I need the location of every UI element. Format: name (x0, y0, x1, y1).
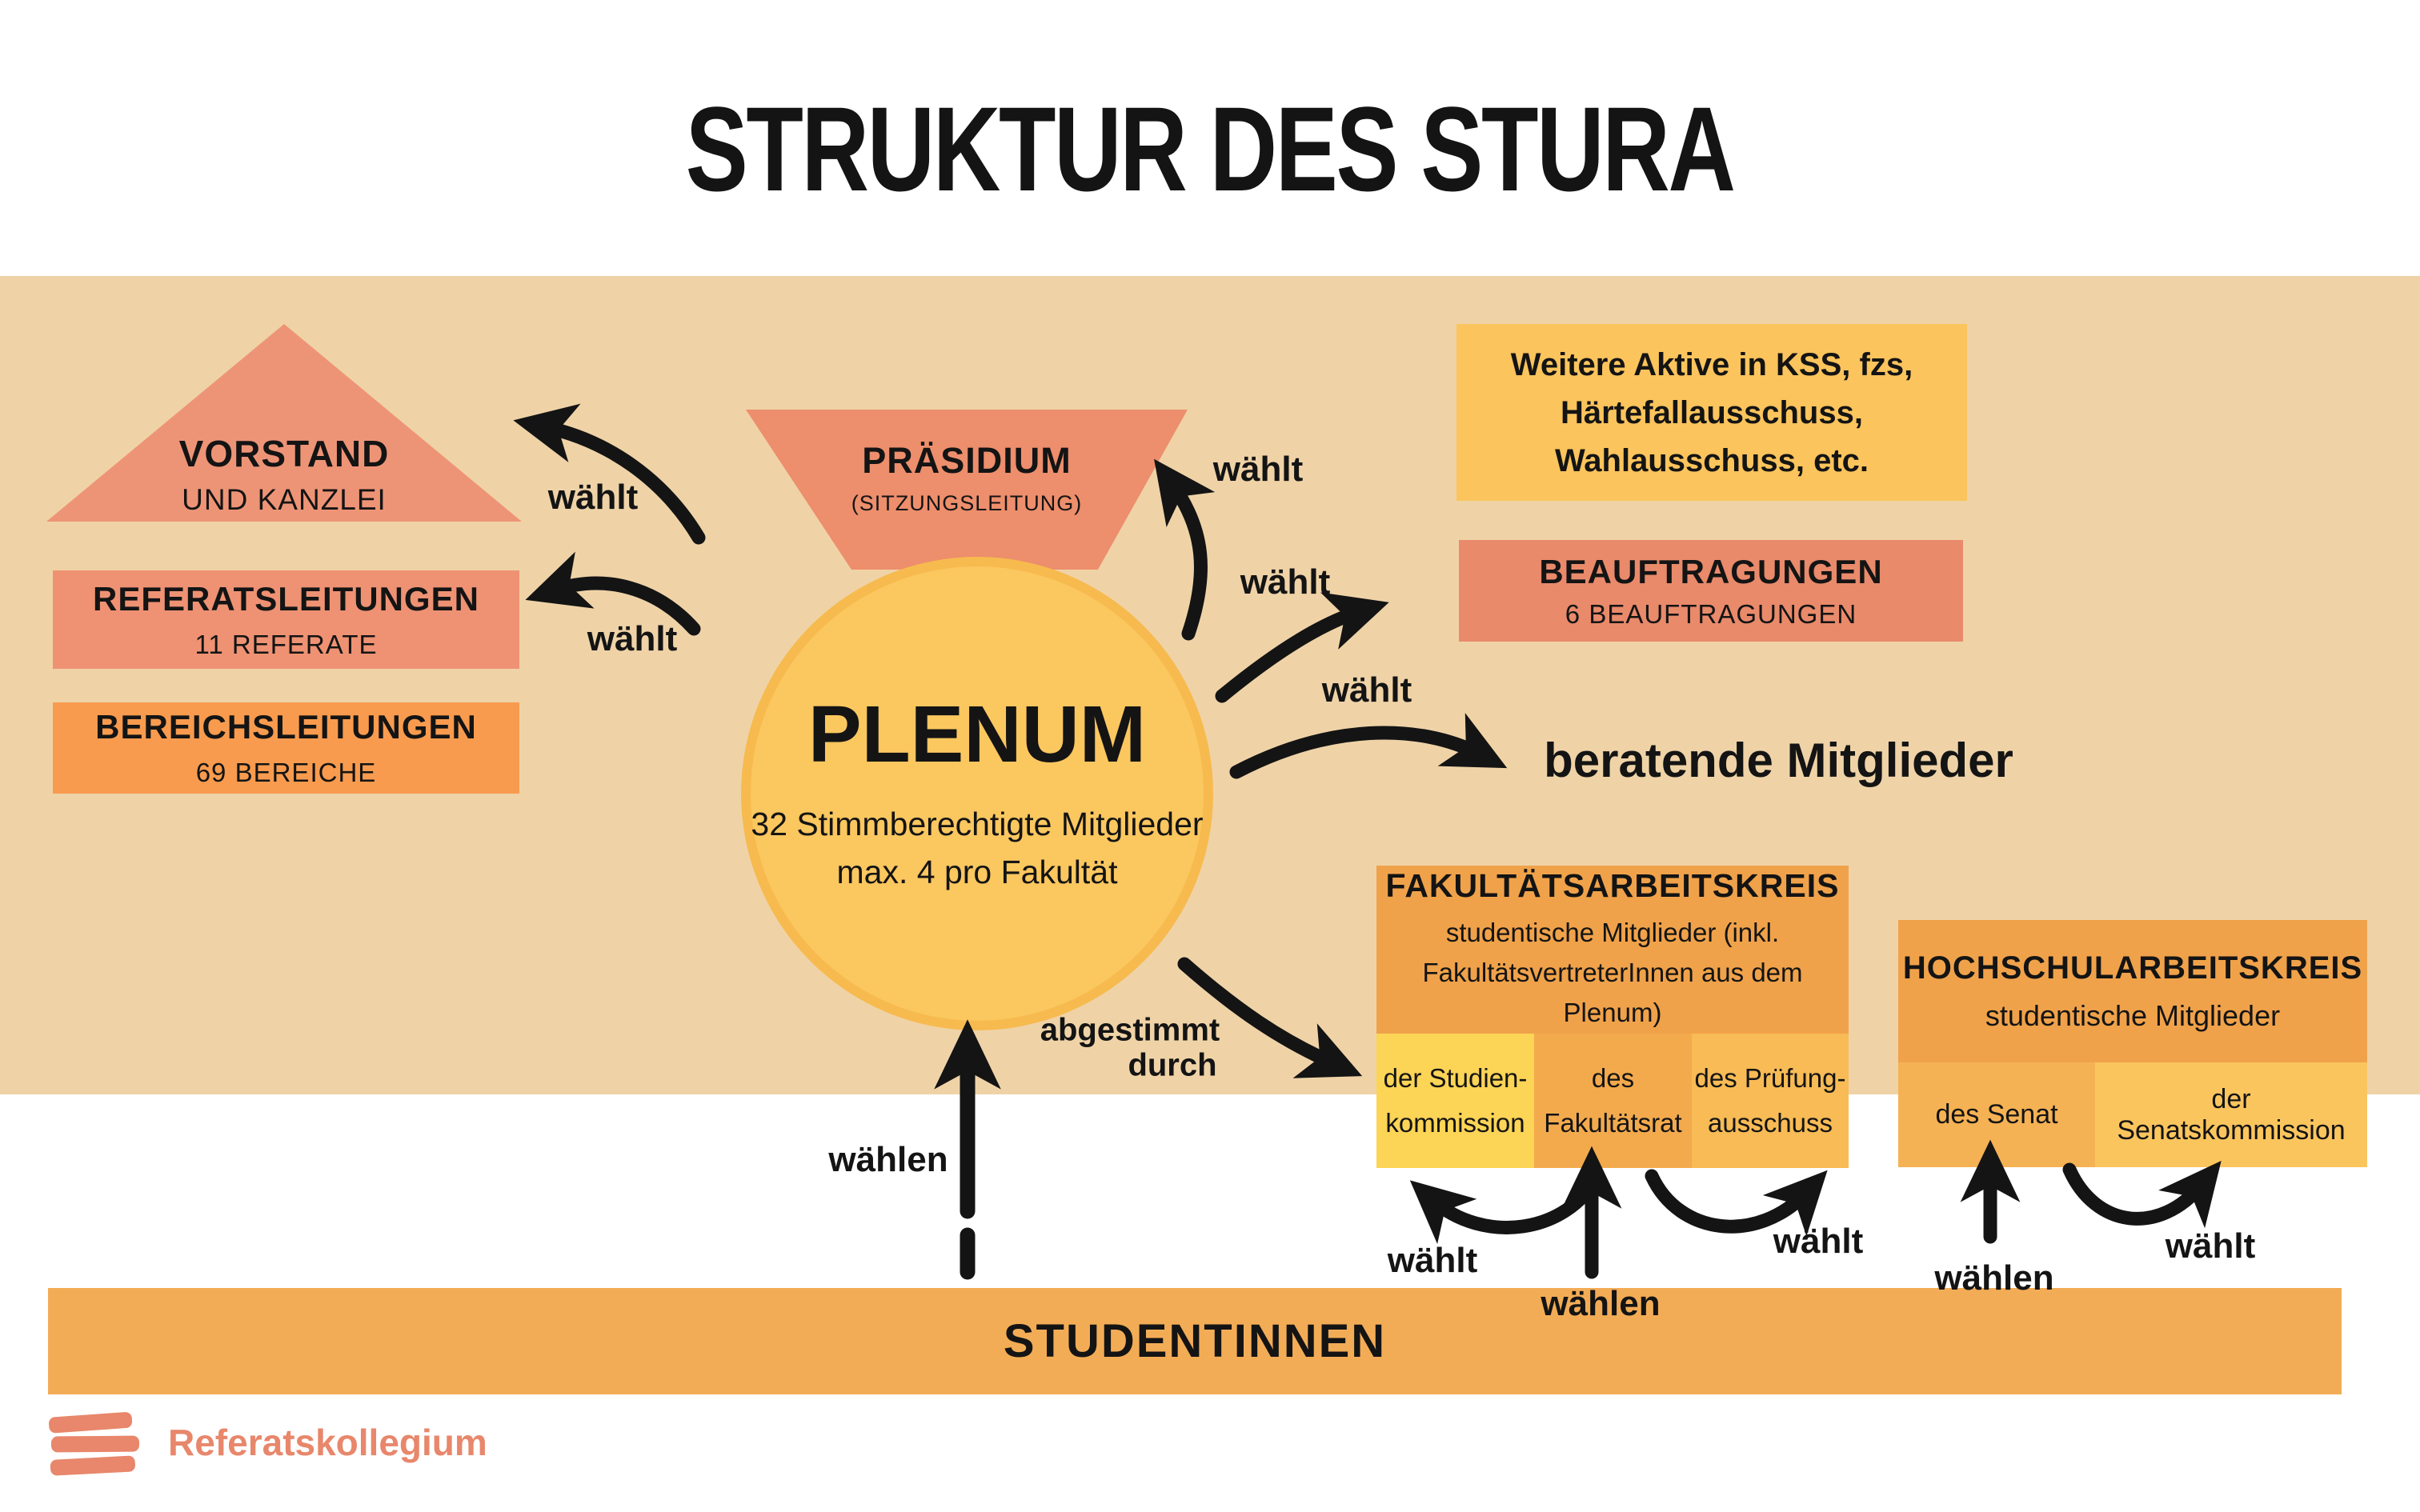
weitere-aktive-line2: Härtefallausschuss, (1561, 394, 1863, 430)
beratende-mitglieder-text: beratende Mitglieder (1544, 734, 2013, 787)
fakultaetsarbeitskreis-group: FAKULTÄTSARBEITSKREIS studentische Mitgl… (1376, 866, 1849, 1168)
beauftragungen-subtitle: 6 BEAUFTRAGUNGEN (1565, 598, 1857, 629)
label-waehlen-plenum: wählen (828, 1140, 948, 1179)
fak-subtitle-line2: FakultätsvertreterInnen aus dem Plenum) (1422, 957, 1803, 1027)
studentinnen-bar: STUDENTINNEN (48, 1288, 2342, 1394)
weitere-aktive-line1: Weitere Aktive in KSS, fzs, (1510, 346, 1913, 382)
label-waehlen-fakultaetsrat: wählen (1541, 1284, 1661, 1323)
label-waehlt-vorstand: wählt (547, 478, 639, 517)
arrow-to-pruefungsausschuss (1645, 1169, 1828, 1237)
referatsleitungen-title: REFERATSLEITUNGEN (93, 579, 479, 618)
bereichsleitungen-subtitle: 69 BEREICHE (195, 758, 377, 787)
plenum-line1: 32 Stimmberechtigte Mitglieder (751, 806, 1204, 842)
plenum-circle: PLENUM 32 Stimmberechtigte Mitglieder ma… (741, 557, 1213, 1030)
fakultaetsarbeitskreis-subtitle: studentische Mitglieder (inkl. Fakultäts… (1376, 913, 1849, 1033)
logo-brush-stroke (50, 1435, 140, 1453)
plenum-title: PLENUM (807, 690, 1147, 779)
label-waehlen-senat: wählen (1934, 1258, 2054, 1298)
praesidium-subtitle: (SITZUNGSLEITUNG) (851, 491, 1083, 515)
cell-pruefungsausschuss-line1: des Prüfung- (1694, 1063, 1846, 1093)
label-waehlt-beratende: wählt (1321, 670, 1412, 710)
cell-fakultaetsrat: des Fakultätsrat (1534, 1034, 1692, 1168)
beauftragungen-box: BEAUFTRAGUNGEN 6 BEAUFTRAGUNGEN (1459, 540, 1963, 642)
cell-studienkommission-line1: der Studien- (1383, 1063, 1528, 1093)
label-waehlt-senatskommission: wählt (2165, 1226, 2256, 1266)
cell-fakultaetsrat-line2: Fakultätsrat (1544, 1108, 1682, 1138)
referatsleitungen-box: REFERATSLEITUNGEN 11 REFERATE (53, 570, 519, 669)
fakultaetsarbeitskreis-cells: der Studien- kommission des Fakultätsrat… (1376, 1034, 1849, 1168)
label-waehlt-referat: wählt (587, 619, 678, 658)
weitere-aktive-box: Weitere Aktive in KSS, fzs, Härtefallaus… (1456, 324, 1967, 501)
cell-pruefungsausschuss-line2: ausschuss (1708, 1108, 1833, 1138)
cell-studienkommission-line2: kommission (1385, 1108, 1525, 1138)
bereichsleitungen-title: BEREICHSLEITUNGEN (95, 708, 477, 746)
vorstand-title: VORSTAND (178, 433, 390, 474)
arrow-to-senatskommission (2062, 1161, 2222, 1229)
cell-senatskommission-label: der Senatskommission (2117, 1083, 2346, 1146)
hochschularbeitskreis-subtitle: studentische Mitglieder (1985, 998, 2281, 1032)
label-waehlt-pruefungsausschuss: wählt (1773, 1222, 1864, 1261)
fakultaetsarbeitskreis-title: FAKULTÄTSARBEITSKREIS (1385, 866, 1840, 904)
label-durch: durch (1128, 1047, 1217, 1083)
cell-senatskommission: der Senatskommission (2095, 1062, 2367, 1167)
fakultaetsarbeitskreis-header: FAKULTÄTSARBEITSKREIS studentische Mitgl… (1376, 866, 1849, 1034)
hochschularbeitskreis-title: HOCHSCHULARBEITSKREIS (1902, 950, 2363, 986)
referatskollegium-logo-icon (48, 1411, 141, 1476)
logo-brush-stroke (48, 1411, 133, 1434)
logo-brush-stroke (50, 1455, 136, 1476)
vorstand-subtitle: UND KANZLEI (182, 483, 387, 516)
bereichsleitungen-box: BEREICHSLEITUNGEN 69 BEREICHE (53, 702, 519, 794)
cell-senat-label: des Senat (1935, 1099, 2058, 1130)
cell-pruefungsausschuss: des Prüfung- ausschuss (1692, 1034, 1849, 1168)
label-waehlt-studienkommission: wählt (1387, 1241, 1478, 1280)
label-waehlt-weitere: wählt (1212, 450, 1304, 489)
plenum-line2: max. 4 pro Fakultät (836, 854, 1118, 890)
referatsleitungen-subtitle: 11 REFERATE (194, 629, 378, 659)
cell-senat: des Senat (1898, 1062, 2095, 1167)
hochschularbeitskreis-group: HOCHSCHULARBEITSKREIS studentische Mitgl… (1898, 920, 2367, 1167)
referatskollegium-text: Referatskollegium (168, 1422, 487, 1463)
praesidium-title: PRÄSIDIUM (862, 440, 1072, 481)
beauftragungen-title: BEAUFTRAGUNGEN (1539, 552, 1883, 590)
fak-subtitle-line1: studentische Mitglieder (inkl. (1445, 917, 1780, 947)
studentinnen-text: STUDENTINNEN (1003, 1315, 1387, 1367)
weitere-aktive-line3: Wahlausschuss, etc. (1555, 442, 1869, 478)
page-title: STRUKTUR DES STURA (686, 82, 1736, 216)
hochschularbeitskreis-header: HOCHSCHULARBEITSKREIS studentische Mitgl… (1898, 920, 2367, 1062)
hochschularbeitskreis-cells: des Senat der Senatskommission (1898, 1062, 2367, 1167)
label-abgestimmt: abgestimmt (1040, 1012, 1220, 1048)
arrow-to-studienkommission (1409, 1169, 1605, 1245)
cell-studienkommission: der Studien- kommission (1376, 1034, 1534, 1168)
label-waehlt-beauftragungen: wählt (1240, 562, 1331, 602)
cell-fakultaetsrat-line1: des (1591, 1063, 1635, 1093)
